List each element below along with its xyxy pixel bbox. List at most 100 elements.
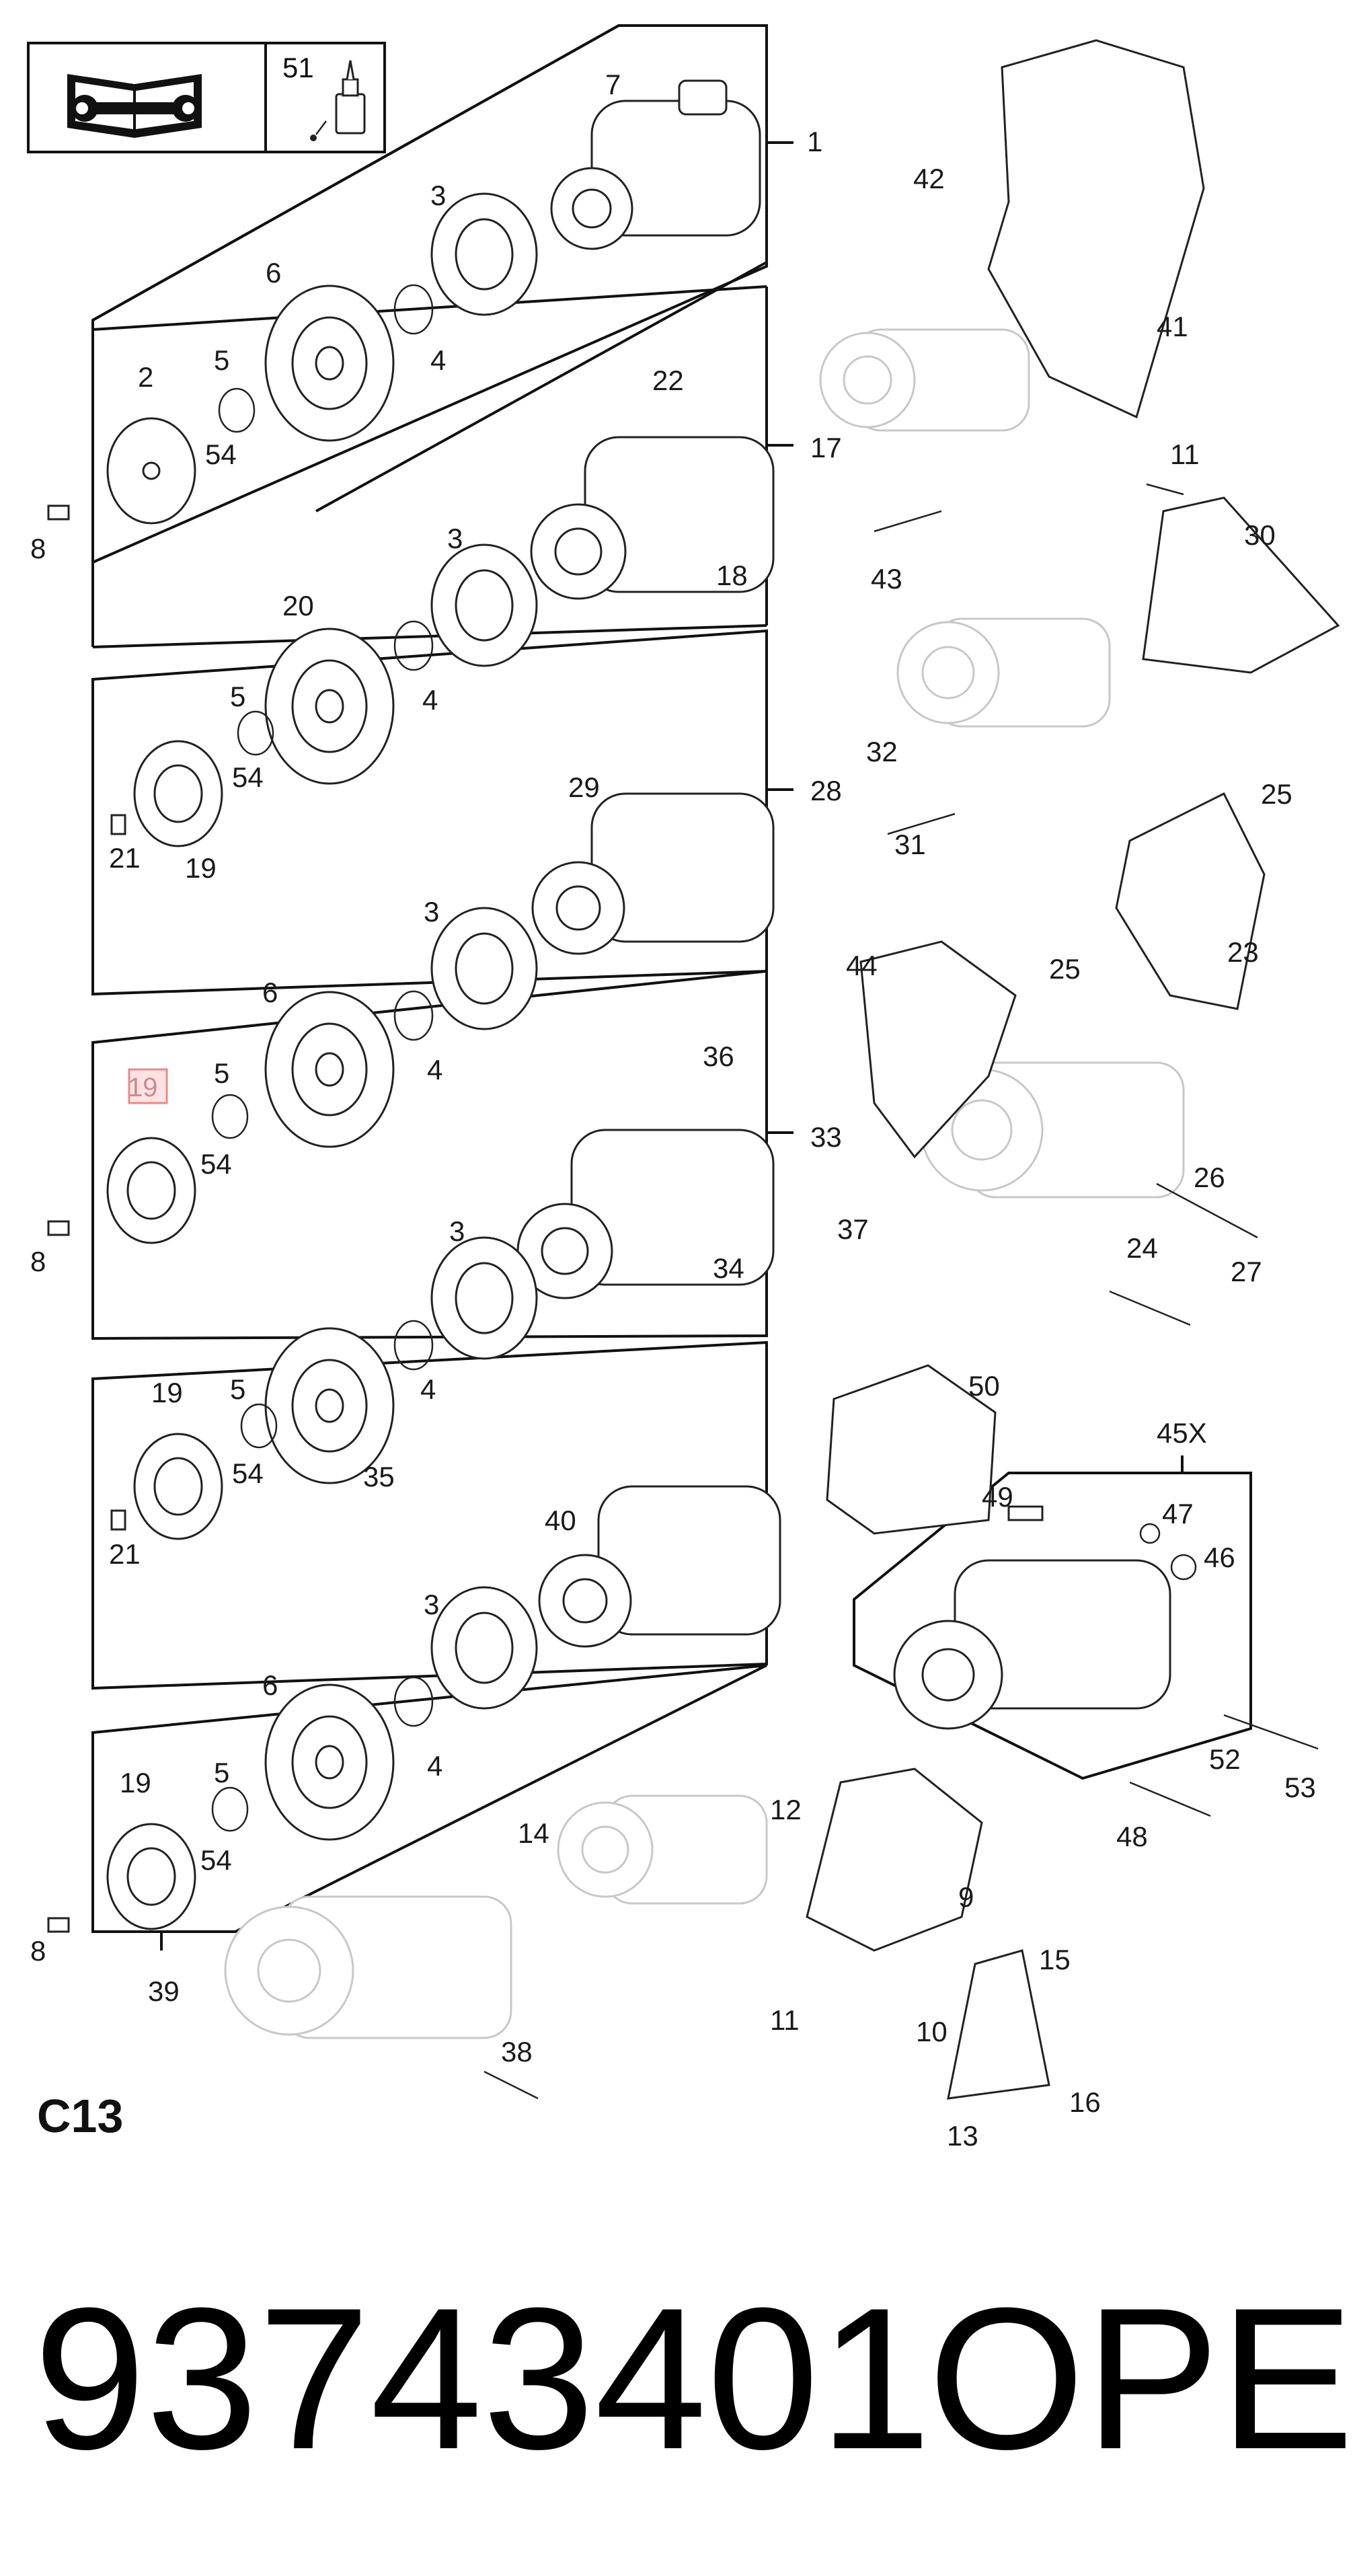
- callout-label-1: 1: [807, 126, 822, 157]
- callout-label-24: 24: [1126, 1232, 1158, 1264]
- callout-label-46: 46: [1204, 1542, 1235, 1573]
- callout-label-7: 7: [605, 69, 621, 100]
- callout-label-17: 17: [810, 432, 842, 463]
- manual-book-wrench-icon: [67, 74, 202, 138]
- callout-label-5: 5: [214, 344, 229, 376]
- compressor-parts: [516, 79, 1171, 1730]
- oil-bottle-icon: [310, 60, 366, 141]
- callout-label-52: 52: [1209, 1743, 1241, 1775]
- callout-label-4: 4: [422, 684, 438, 716]
- callout-label-18: 18: [716, 560, 748, 591]
- callout-label-21: 21: [109, 842, 141, 874]
- part-number: 93743401: [34, 2265, 931, 2491]
- highlight-marker: [128, 1068, 168, 1104]
- callout-label-45x: 45X: [1157, 1417, 1207, 1449]
- section-code: C13: [37, 2090, 123, 2142]
- callout-label-8: 8: [30, 1935, 46, 1967]
- callout-label-9: 9: [958, 1881, 974, 1913]
- callout-label-26: 26: [1194, 1162, 1225, 1193]
- header-box: 51: [27, 42, 386, 153]
- group-leaders: [767, 141, 794, 1134]
- callout-label-11: 11: [770, 2004, 800, 2036]
- frames: [92, 24, 768, 513]
- callout-label-23: 23: [1227, 936, 1259, 968]
- callout-label-16: 16: [1069, 2086, 1101, 2118]
- callout-label-48: 48: [1116, 1821, 1148, 1852]
- compressor-34: [516, 1129, 775, 1299]
- callout-label-54: 54: [200, 1844, 232, 1876]
- callout-label-47: 47: [1162, 1498, 1194, 1529]
- callout-label-12: 12: [770, 1794, 802, 1825]
- callout-label-42: 42: [913, 163, 945, 194]
- callout-label-13: 13: [947, 2120, 978, 2152]
- callout-label-2: 2: [138, 361, 153, 393]
- callout-label-3: 3: [449, 1215, 465, 1247]
- callout-label-19: 19: [185, 852, 217, 884]
- callout-label-6: 6: [266, 257, 281, 289]
- callout-label-15: 15: [1039, 1944, 1071, 1975]
- compressor-29: [531, 792, 775, 955]
- callout-label-6: 6: [262, 1669, 278, 1701]
- compressor-18: [530, 436, 775, 600]
- callout-label-4: 4: [430, 344, 446, 376]
- callout-label-5: 5: [214, 1057, 229, 1089]
- callout-label-41: 41: [1157, 311, 1188, 342]
- callout-label-40: 40: [545, 1505, 576, 1536]
- callout-label-8: 8: [30, 533, 46, 564]
- callout-label-4: 4: [427, 1750, 442, 1782]
- callout-label-29: 29: [568, 771, 600, 803]
- callout-label-22: 22: [652, 365, 684, 396]
- header-box-number: 51: [282, 52, 314, 83]
- callout-label-19: 19: [120, 1767, 151, 1798]
- callout-label-19: 19: [128, 1073, 158, 1102]
- callout-label-27: 27: [1231, 1256, 1262, 1287]
- callout-label-5: 5: [214, 1757, 229, 1788]
- callout-label-3: 3: [430, 180, 446, 211]
- brand-name: OPEL: [928, 2265, 1353, 2491]
- callout-label-54: 54: [232, 1457, 264, 1489]
- callout-label-44: 44: [846, 950, 878, 981]
- callout-label-39: 39: [148, 1975, 180, 2007]
- compressor-7: [550, 79, 761, 250]
- callout-label-10: 10: [916, 2016, 948, 2047]
- callout-label-36: 36: [703, 1040, 734, 1072]
- callout-label-4: 4: [427, 1054, 442, 1086]
- callout-label-25: 25: [1049, 953, 1081, 985]
- callout-label-35: 35: [363, 1461, 395, 1492]
- callout-label-14: 14: [518, 1817, 549, 1849]
- ghost-compressors: [224, 328, 1185, 2039]
- clutch-parts: [47, 192, 538, 1933]
- callout-label-38: 38: [501, 2036, 533, 2068]
- frame-lines: [91, 285, 1252, 1950]
- callout-label-34: 34: [713, 1252, 744, 1284]
- callout-label-3: 3: [424, 896, 439, 927]
- callout-label-30: 30: [1244, 519, 1276, 551]
- callout-label-20: 20: [282, 590, 314, 621]
- callout-label-54: 54: [232, 761, 264, 793]
- callout-label-37: 37: [837, 1213, 869, 1245]
- callout-label-28: 28: [810, 775, 842, 806]
- callout-label-11: 11: [1170, 439, 1200, 470]
- callout-label-5: 5: [230, 681, 245, 712]
- callout-label-33: 33: [810, 1121, 842, 1153]
- callout-label-5: 5: [230, 1373, 245, 1405]
- callout-label-53: 53: [1284, 1772, 1316, 1803]
- compressor-40: [538, 1485, 781, 1648]
- callout-label-19: 19: [151, 1377, 183, 1408]
- callout-label-21: 21: [109, 1538, 141, 1570]
- callout-label-49: 49: [982, 1481, 1013, 1513]
- callout-label-6: 6: [262, 977, 278, 1008]
- callout-label-25: 25: [1261, 778, 1292, 810]
- callout-label-3: 3: [424, 1589, 439, 1620]
- callout-label-8: 8: [30, 1246, 46, 1277]
- callout-label-4: 4: [420, 1373, 436, 1405]
- callout-label-54: 54: [205, 439, 237, 470]
- compressor-45x: [893, 1559, 1171, 1730]
- callout-label-54: 54: [200, 1148, 232, 1180]
- callout-label-50: 50: [968, 1370, 1000, 1402]
- callout-label-32: 32: [866, 736, 898, 767]
- callout-label-31: 31: [894, 829, 926, 860]
